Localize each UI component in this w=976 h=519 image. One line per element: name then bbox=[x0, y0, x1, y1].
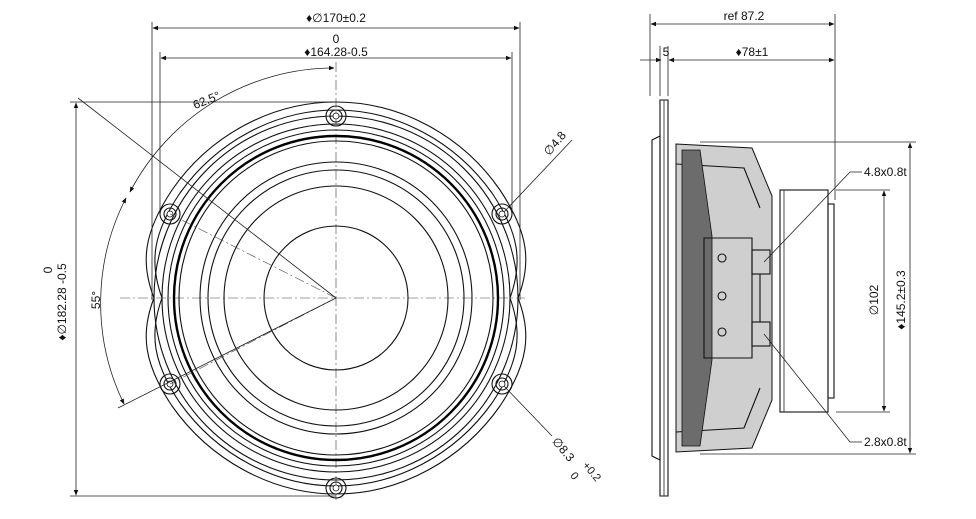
outer-diameter-label: ♦∅170±0.2 bbox=[306, 11, 366, 25]
vertical-tolerance-label: 0 bbox=[41, 266, 55, 273]
ref-depth-label: ref 87.2 bbox=[724, 9, 765, 23]
cone-inner-edge bbox=[223, 185, 449, 411]
hole-large-label: ∅8.3 bbox=[549, 435, 577, 465]
bolt-circle-tolerance-label: 0 bbox=[333, 32, 340, 46]
vertical-diameter-label: ♦∅182.28 -0.5 bbox=[55, 263, 69, 341]
frame-diameter-label: ♦145.2±0.3 bbox=[894, 270, 908, 330]
magnet-diameter-label: ∅102 bbox=[867, 284, 881, 315]
surround-ring bbox=[172, 134, 500, 462]
angle-top-label: 62.5° bbox=[191, 88, 223, 112]
side-view: ref 87.2 5 ♦78±1 ∅102 ♦145.2±0.3 bbox=[640, 9, 916, 497]
angle-left-label: 55° bbox=[89, 291, 103, 309]
front-view: ♦∅170±0.2 0 ♦164.28-0.5 62.5° 55° ∅4.8 0… bbox=[41, 11, 603, 500]
terminal-top-label: 4.8x0.8t bbox=[864, 165, 907, 179]
terminal-bottom-label: 2.8x0.8t bbox=[864, 435, 907, 449]
hole-small-label: ∅4.8 bbox=[541, 128, 569, 158]
side-magnet bbox=[779, 189, 829, 413]
dust-cap bbox=[263, 225, 409, 371]
mount-depth-label: ♦78±1 bbox=[736, 45, 769, 59]
bolt-circle-label: ♦164.28-0.5 bbox=[304, 45, 368, 59]
mounting-holes bbox=[159, 105, 513, 499]
flange-thickness-label: 5 bbox=[663, 45, 670, 59]
hole-large-tol-upper: +0.2 bbox=[580, 460, 603, 484]
hole-large-tol-lower: 0 bbox=[568, 470, 581, 482]
